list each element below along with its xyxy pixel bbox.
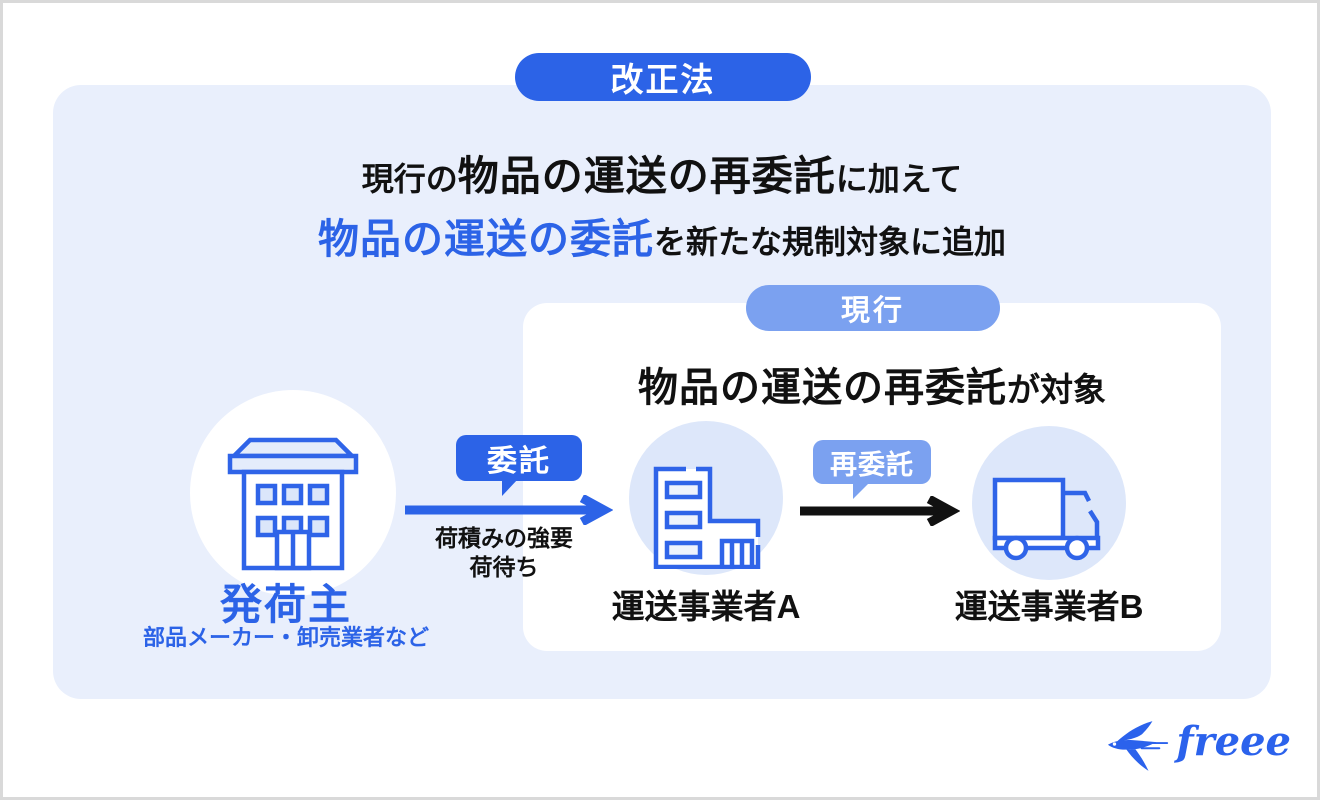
carrier-b-circle [972, 426, 1126, 580]
freee-logo-text: freee [1176, 718, 1291, 765]
shipper-label: 発荷主 [219, 581, 352, 628]
headline-line1-prefix: 現行の [361, 161, 458, 197]
headline-line1-emphasis: 物品の運送の再委託 [457, 153, 836, 199]
carrier-a-label: 運送事業者A [611, 588, 801, 625]
headline-line1: 現行の物品の運送の再委託に加えて [53, 151, 1271, 202]
consign-badge-label: 委託 [487, 445, 551, 478]
reconsign-badge: 再委託 [813, 440, 931, 499]
reconsign-arrow-icon [800, 496, 960, 526]
consign-note-line2: 荷待ち [469, 554, 539, 580]
freee-logo: freee [1104, 719, 1291, 773]
carrier-b-label: 運送事業者B [954, 588, 1144, 625]
current-box-title-emphasis: 物品の運送の再委託 [638, 366, 1007, 410]
revised-law-badge: 改正法 [515, 53, 811, 101]
headline-line1-suffix: に加えて [835, 161, 963, 197]
truck-icon [992, 477, 1101, 561]
shipper-sublabel: 部品メーカー・卸売業者など [142, 625, 429, 650]
headline-line2-emphasis: 物品の運送の委託 [317, 216, 654, 263]
revised-law-badge-label: 改正法 [610, 61, 716, 98]
office-building-icon [227, 437, 359, 571]
carrier-building-icon [653, 466, 761, 569]
current-badge: 現行 [746, 285, 1000, 331]
headline-line2-suffix: を新たな規制対象に追加 [653, 224, 1006, 261]
reconsign-badge-label: 再委託 [830, 449, 914, 480]
current-box-title-suffix: が対象 [1007, 371, 1106, 408]
current-box-title: 物品の運送の再委託が対象 [523, 355, 1221, 413]
swallow-logo-icon [1108, 721, 1169, 771]
consign-note: 荷積みの強要 荷待ち [411, 524, 597, 582]
carrier-a-circle [629, 421, 783, 575]
shipper-circle [190, 390, 396, 596]
headline-line2: 物品の運送の委託を新たな規制対象に追加 [53, 214, 1271, 265]
consign-arrow-icon [405, 495, 613, 525]
headline: 現行の物品の運送の再委託に加えて 物品の運送の委託を新たな規制対象に追加 [53, 151, 1271, 266]
current-badge-label: 現行 [840, 295, 905, 327]
consign-note-line1: 荷積みの強要 [435, 525, 573, 551]
consign-badge: 委託 [456, 435, 582, 496]
